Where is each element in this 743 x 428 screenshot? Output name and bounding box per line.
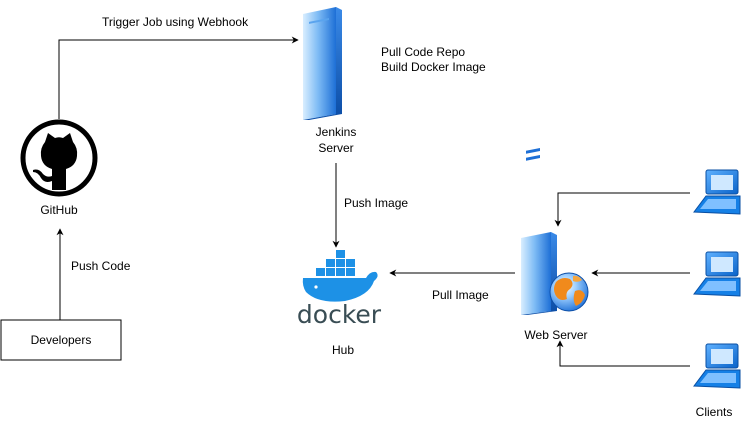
docker-node[interactable]: docker Hub — [297, 250, 382, 357]
edge-client-top — [554, 192, 690, 227]
client-laptop-middle[interactable] — [693, 251, 741, 297]
jenkins-note-line1: Pull Code Repo — [381, 45, 465, 59]
laptop-icon — [693, 251, 741, 297]
github-label: GitHub — [40, 203, 78, 217]
laptop-icon — [693, 343, 741, 389]
client-laptop-bottom[interactable] — [693, 343, 741, 389]
docker-wordmark: docker — [297, 300, 382, 329]
webserver-label: Web Server — [524, 328, 587, 342]
edge-label-push-image: Push Image — [344, 196, 408, 210]
developers-node[interactable]: Developers — [0, 319, 122, 361]
webserver-node[interactable]: Web Server — [521, 148, 589, 342]
edge-push-image: Push Image — [332, 163, 408, 248]
docker-whale-icon — [302, 250, 378, 302]
jenkins-label-line2: Server — [318, 141, 353, 155]
github-node[interactable]: GitHub — [20, 119, 98, 217]
developers-label: Developers — [31, 333, 92, 347]
edge-trigger-webhook: Trigger Job using Webhook — [58, 15, 299, 119]
globe-icon — [549, 272, 589, 312]
github-icon — [20, 119, 98, 197]
jenkins-node[interactable]: Jenkins Server — [303, 0, 356, 155]
edge-pull-image: Pull Image — [389, 269, 515, 302]
edge-label-trigger: Trigger Job using Webhook — [102, 15, 249, 29]
edge-label-push-code: Push Code — [71, 259, 131, 273]
edge-push-code: Push Code — [56, 228, 131, 320]
edge-label-pull-image: Pull Image — [432, 288, 489, 302]
jenkins-note-line2: Build Docker Image — [381, 60, 486, 74]
clients-label: Clients — [696, 405, 733, 419]
edge-client-bottom — [556, 340, 690, 367]
laptop-icon — [693, 169, 741, 215]
docker-hub-label: Hub — [332, 343, 354, 357]
jenkins-label-line1: Jenkins — [316, 125, 357, 139]
client-laptop-top[interactable] — [693, 169, 741, 215]
server-icon — [303, 7, 342, 120]
jenkins-note: Pull Code Repo Build Docker Image — [381, 45, 486, 74]
